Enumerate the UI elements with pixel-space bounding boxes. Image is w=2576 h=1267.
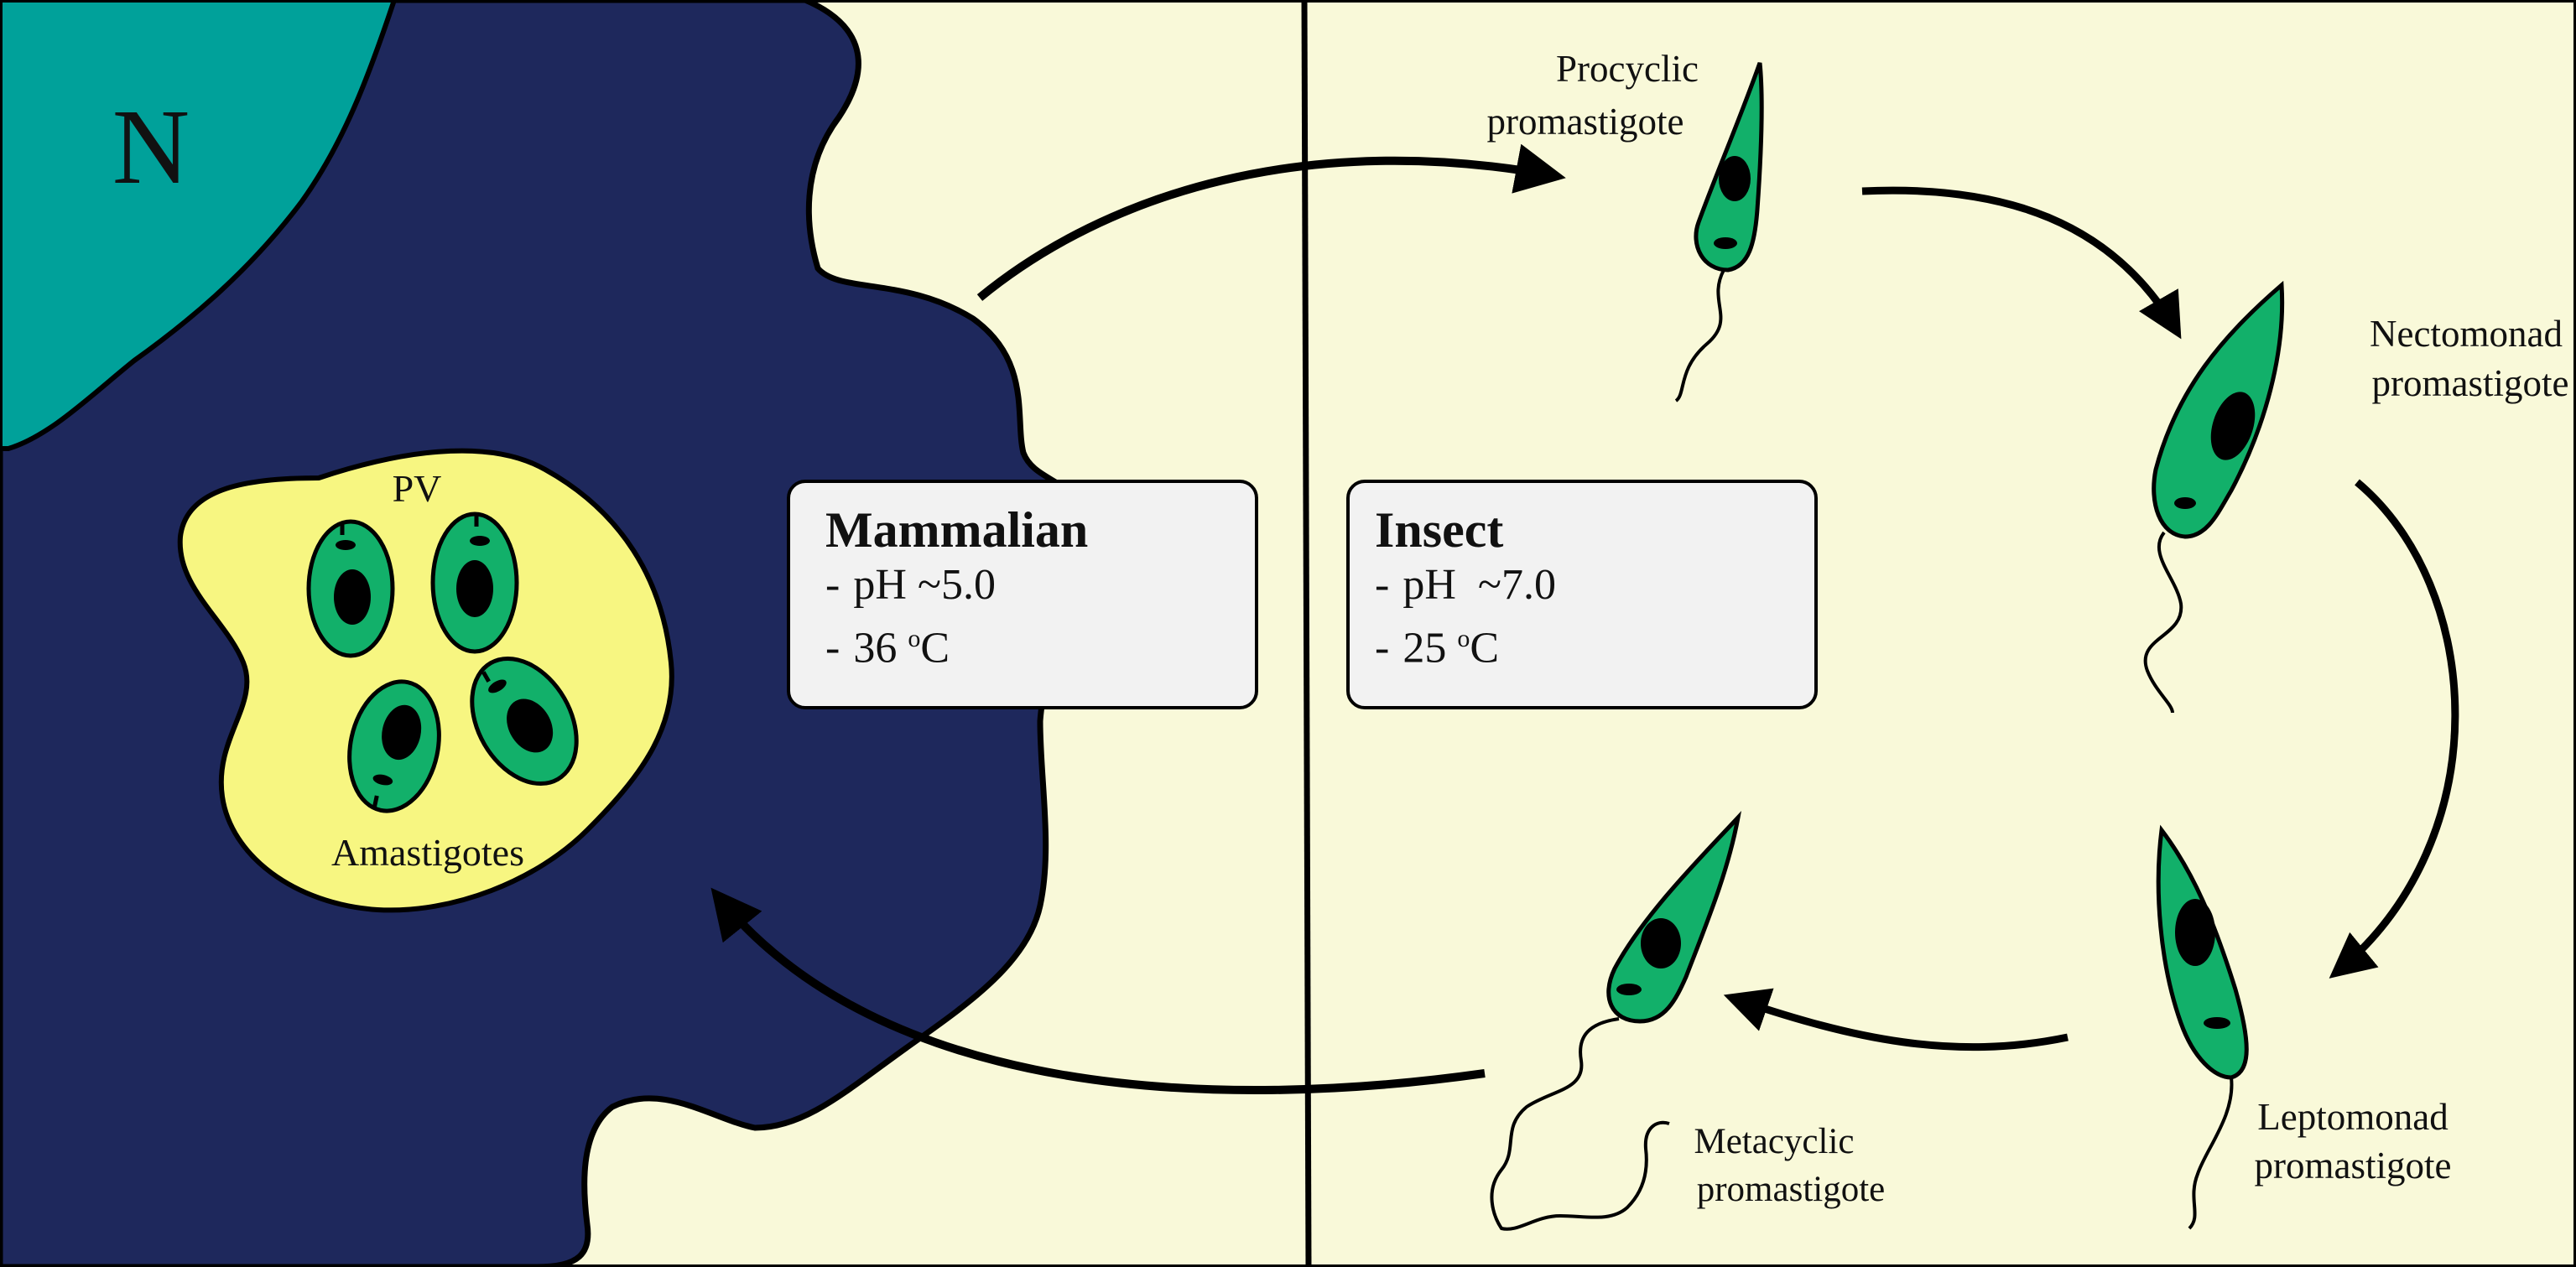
mammalian-ph: -pH ~5.0 [825,561,997,609]
mammalian-temperature: -36 oC [825,624,950,672]
amastigote-1 [306,519,395,658]
arrow-to-nectomonad [1861,186,2182,340]
nucleus [0,0,398,451]
parasitophorous-vacuole [177,448,674,913]
amastigote-3 [347,679,441,813]
mammalian-temp-degree: o [908,625,921,652]
insect-temperature: -25 oC [1375,624,1500,672]
arrow-to-leptomonad [2329,479,2459,979]
mammalian-conditions-box: Mammalian -pH ~5.0 -36 oC [787,480,1258,709]
procyclic-label-line1: Procyclic [1556,48,1699,90]
mammalian-temp-value: 36 [853,624,898,672]
nectomonad-promastigote [2143,280,2285,714]
amastigote-4 [470,656,579,787]
amastigote-2 [430,511,519,654]
nectomonad-label-line2: promastigote [2372,362,2569,404]
nucleus-label: N [112,87,190,206]
insect-conditions-box: Insect -pH ~7.0 -25 oC [1346,480,1818,709]
nectomonad-label-line1: Nectomonad [2370,313,2563,355]
amastigotes-label: Amastigotes [331,831,524,874]
insect-temp-value: 25 [1402,624,1447,672]
mammalian-title: Mammalian [825,502,1089,558]
insect-temp-unit: C [1470,624,1500,672]
insect-temp-degree: o [1457,625,1470,652]
insect-ph-value: pH ~7.0 [1402,561,1557,609]
mammalian-temp-unit: C [920,624,950,672]
procyclic-label-line2: promastigote [1487,101,1684,143]
metacyclic-promastigote [1490,811,1742,1231]
leptomonad-label-line1: Leptomonad [2257,1096,2448,1138]
insect-title: Insect [1375,502,1504,558]
insect-ph: -pH ~7.0 [1375,561,1557,609]
leptomonad-label-line2: promastigote [2255,1145,2452,1187]
procyclic-promastigote [1674,62,1764,402]
mammalian-ph-value: pH ~5.0 [853,561,997,609]
arrow-to-amastigotes [710,887,1486,1095]
metacyclic-label-line1: Metacyclic [1694,1122,1854,1161]
arrow-to-procyclic [976,143,1566,301]
host-divider [1301,0,1312,1267]
metacyclic-label-line2: promastigote [1697,1170,1886,1209]
vacuole-label: PV [393,467,442,510]
arrow-to-metacyclic [1723,988,2069,1052]
leptomonad-promastigote [2156,824,2249,1230]
